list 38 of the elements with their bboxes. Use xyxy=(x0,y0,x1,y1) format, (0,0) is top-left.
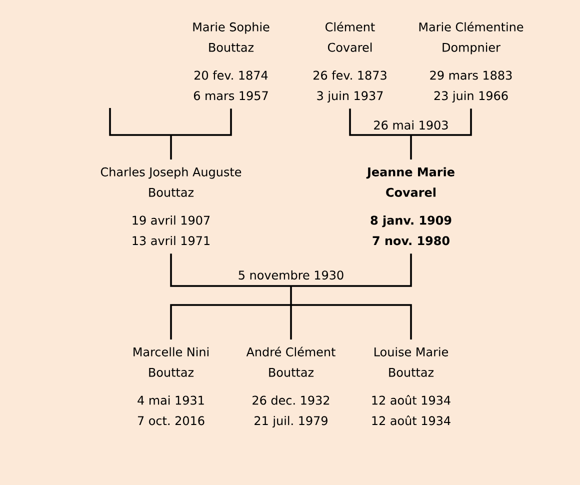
tree-line xyxy=(411,108,472,136)
birth-date: 26 fev. 1873 xyxy=(314,70,386,80)
death-date: 13 avril 1971 xyxy=(132,236,210,246)
birth-date: 4 mai 1931 xyxy=(138,396,204,405)
tree-line xyxy=(410,135,412,160)
person-name: Marie Clémentine Dompnier xyxy=(419,22,524,54)
person-name: André Clément Bouttaz xyxy=(246,346,336,377)
death-date: 7 nov. 1980 xyxy=(372,236,450,246)
death-date: 23 juin 1966 xyxy=(434,90,508,102)
birth-date: 29 mars 1883 xyxy=(430,70,512,80)
tree-line xyxy=(170,254,291,287)
tree-line xyxy=(171,108,232,136)
birth-date: 19 avril 1907 xyxy=(132,216,210,225)
birth-date: 12 août 1934 xyxy=(372,395,450,405)
person-name: Marcelle Nini Bouttaz xyxy=(134,347,208,377)
person-name: Charles Joseph Auguste Bouttaz xyxy=(100,167,242,197)
death-date: 3 juin 1937 xyxy=(317,90,383,102)
death-date: 6 mars 1957 xyxy=(194,91,268,100)
tree-line xyxy=(290,305,292,340)
tree-line xyxy=(349,108,411,136)
tree-line xyxy=(290,286,292,305)
tree-line xyxy=(109,108,171,136)
birth-date: 26 dec. 1932 xyxy=(252,396,330,405)
tree-line xyxy=(291,254,412,287)
person-name: Marie Sophie Bouttaz xyxy=(193,22,270,52)
death-date: 21 juil. 1979 xyxy=(254,416,328,428)
tree-line xyxy=(291,304,412,340)
date-label: 26 mai 1903 xyxy=(374,120,448,130)
birth-date: 20 fev. 1874 xyxy=(194,70,268,80)
person-name: Clément Covarel xyxy=(326,22,375,52)
date-label: 5 novembre 1930 xyxy=(238,270,344,280)
death-date: 7 oct. 2016 xyxy=(138,416,204,426)
tree-line xyxy=(170,135,172,160)
tree-line xyxy=(170,304,291,340)
death-date: 12 août 1934 xyxy=(372,415,450,426)
person-name: Louise Marie Bouttaz xyxy=(374,347,448,377)
birth-date: 8 janv. 1909 xyxy=(370,216,452,228)
person-name: Jeanne Marie Covarel xyxy=(366,167,454,197)
